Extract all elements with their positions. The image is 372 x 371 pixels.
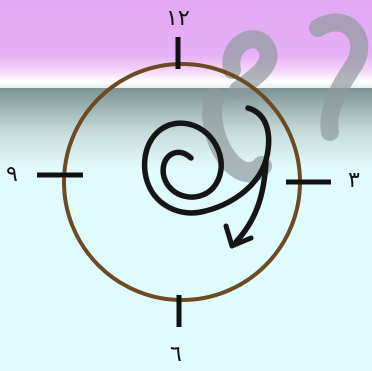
numeral-3: ٣ — [348, 168, 360, 193]
background-band-top — [0, 0, 372, 90]
watermark-logo — [202, 13, 369, 183]
rotation-spiral-arrow-icon — [141, 105, 272, 249]
numeral-12: ١٢ — [166, 6, 190, 31]
numeral-6: ٦ — [170, 342, 182, 367]
numeral-9: ٩ — [6, 162, 18, 187]
background-band-bottom — [0, 168, 372, 371]
